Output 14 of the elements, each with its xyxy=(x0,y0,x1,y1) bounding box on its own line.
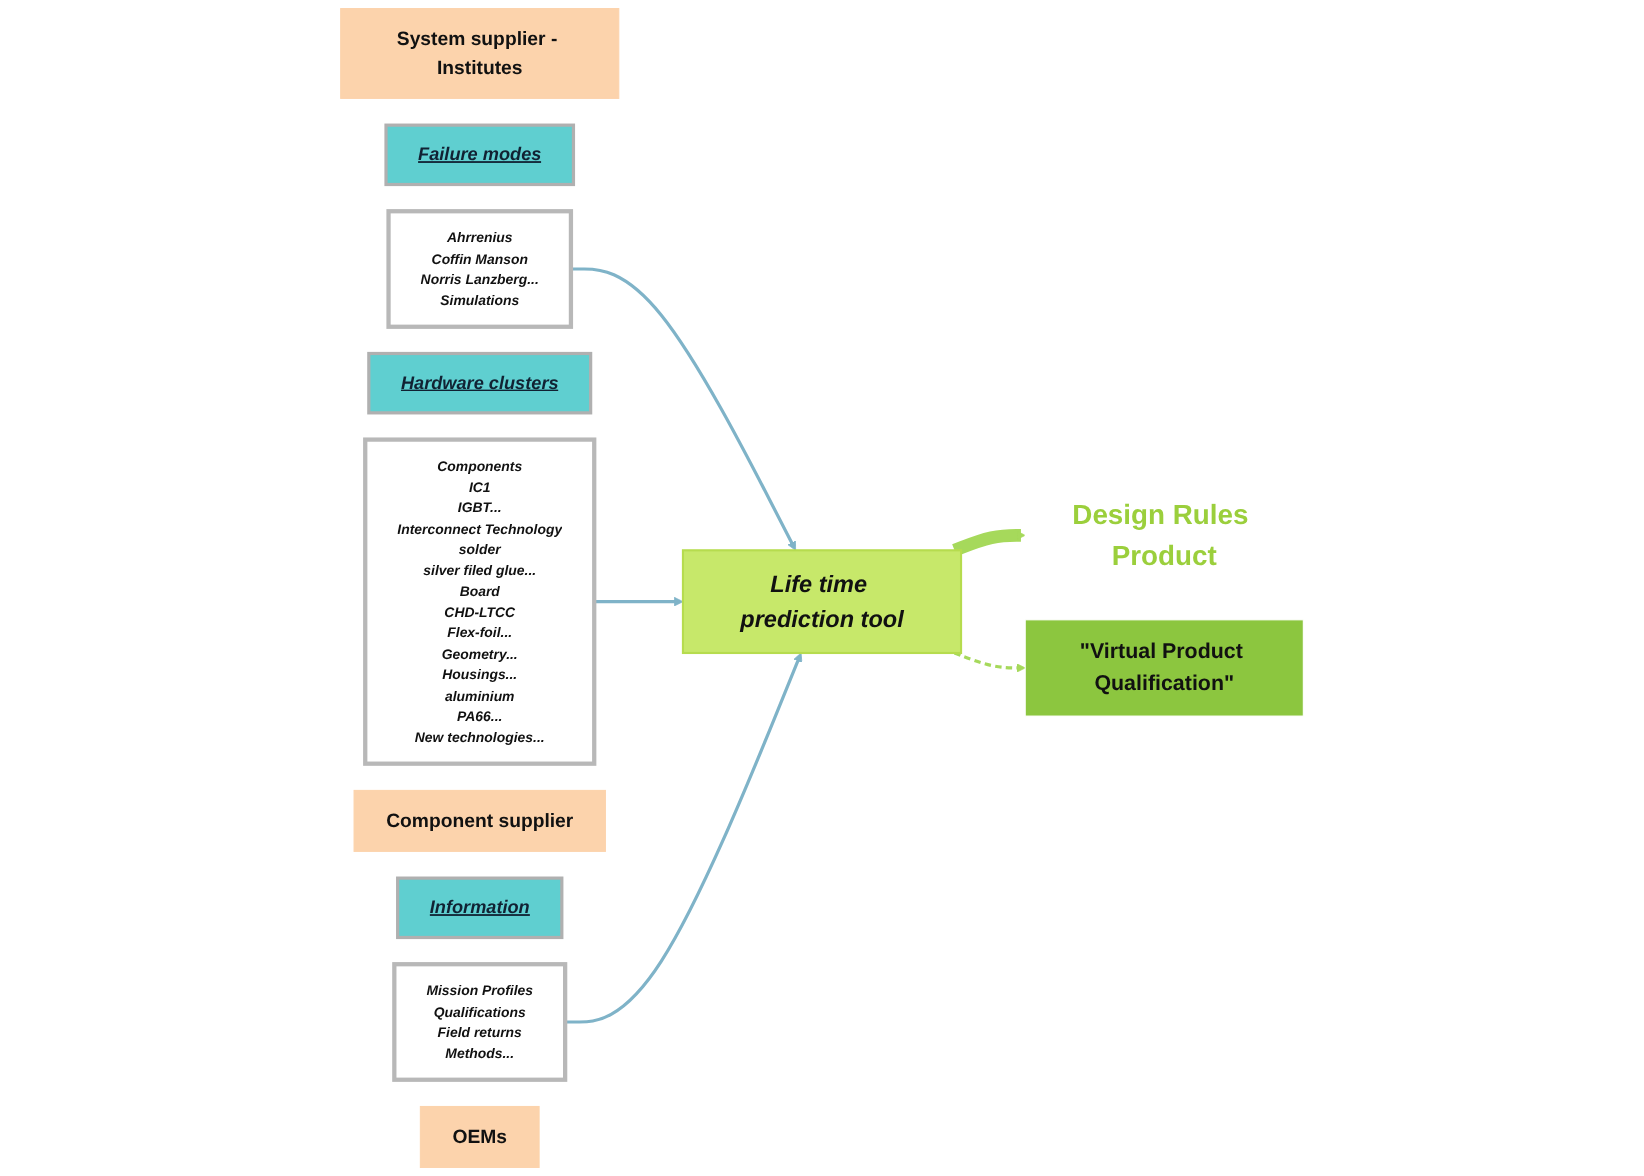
node-box: System supplier - Institutes xyxy=(340,8,620,99)
arrow xyxy=(953,651,1026,673)
node-box: "Virtual Product Qualification" xyxy=(1024,619,1304,717)
node-box: Life time prediction tool xyxy=(681,549,963,655)
node-text: Design Rules Product xyxy=(1072,497,1249,572)
arrow xyxy=(594,596,684,607)
node-box: Component supplier xyxy=(353,789,606,852)
arrow xyxy=(570,267,796,551)
node-box: Information xyxy=(396,876,564,940)
node-box: Hardware clusters xyxy=(367,351,593,415)
arrow xyxy=(565,652,803,1024)
node-box: Failure modes xyxy=(384,123,576,187)
arrow xyxy=(952,528,1026,557)
node-box: OEMs xyxy=(419,1105,540,1168)
